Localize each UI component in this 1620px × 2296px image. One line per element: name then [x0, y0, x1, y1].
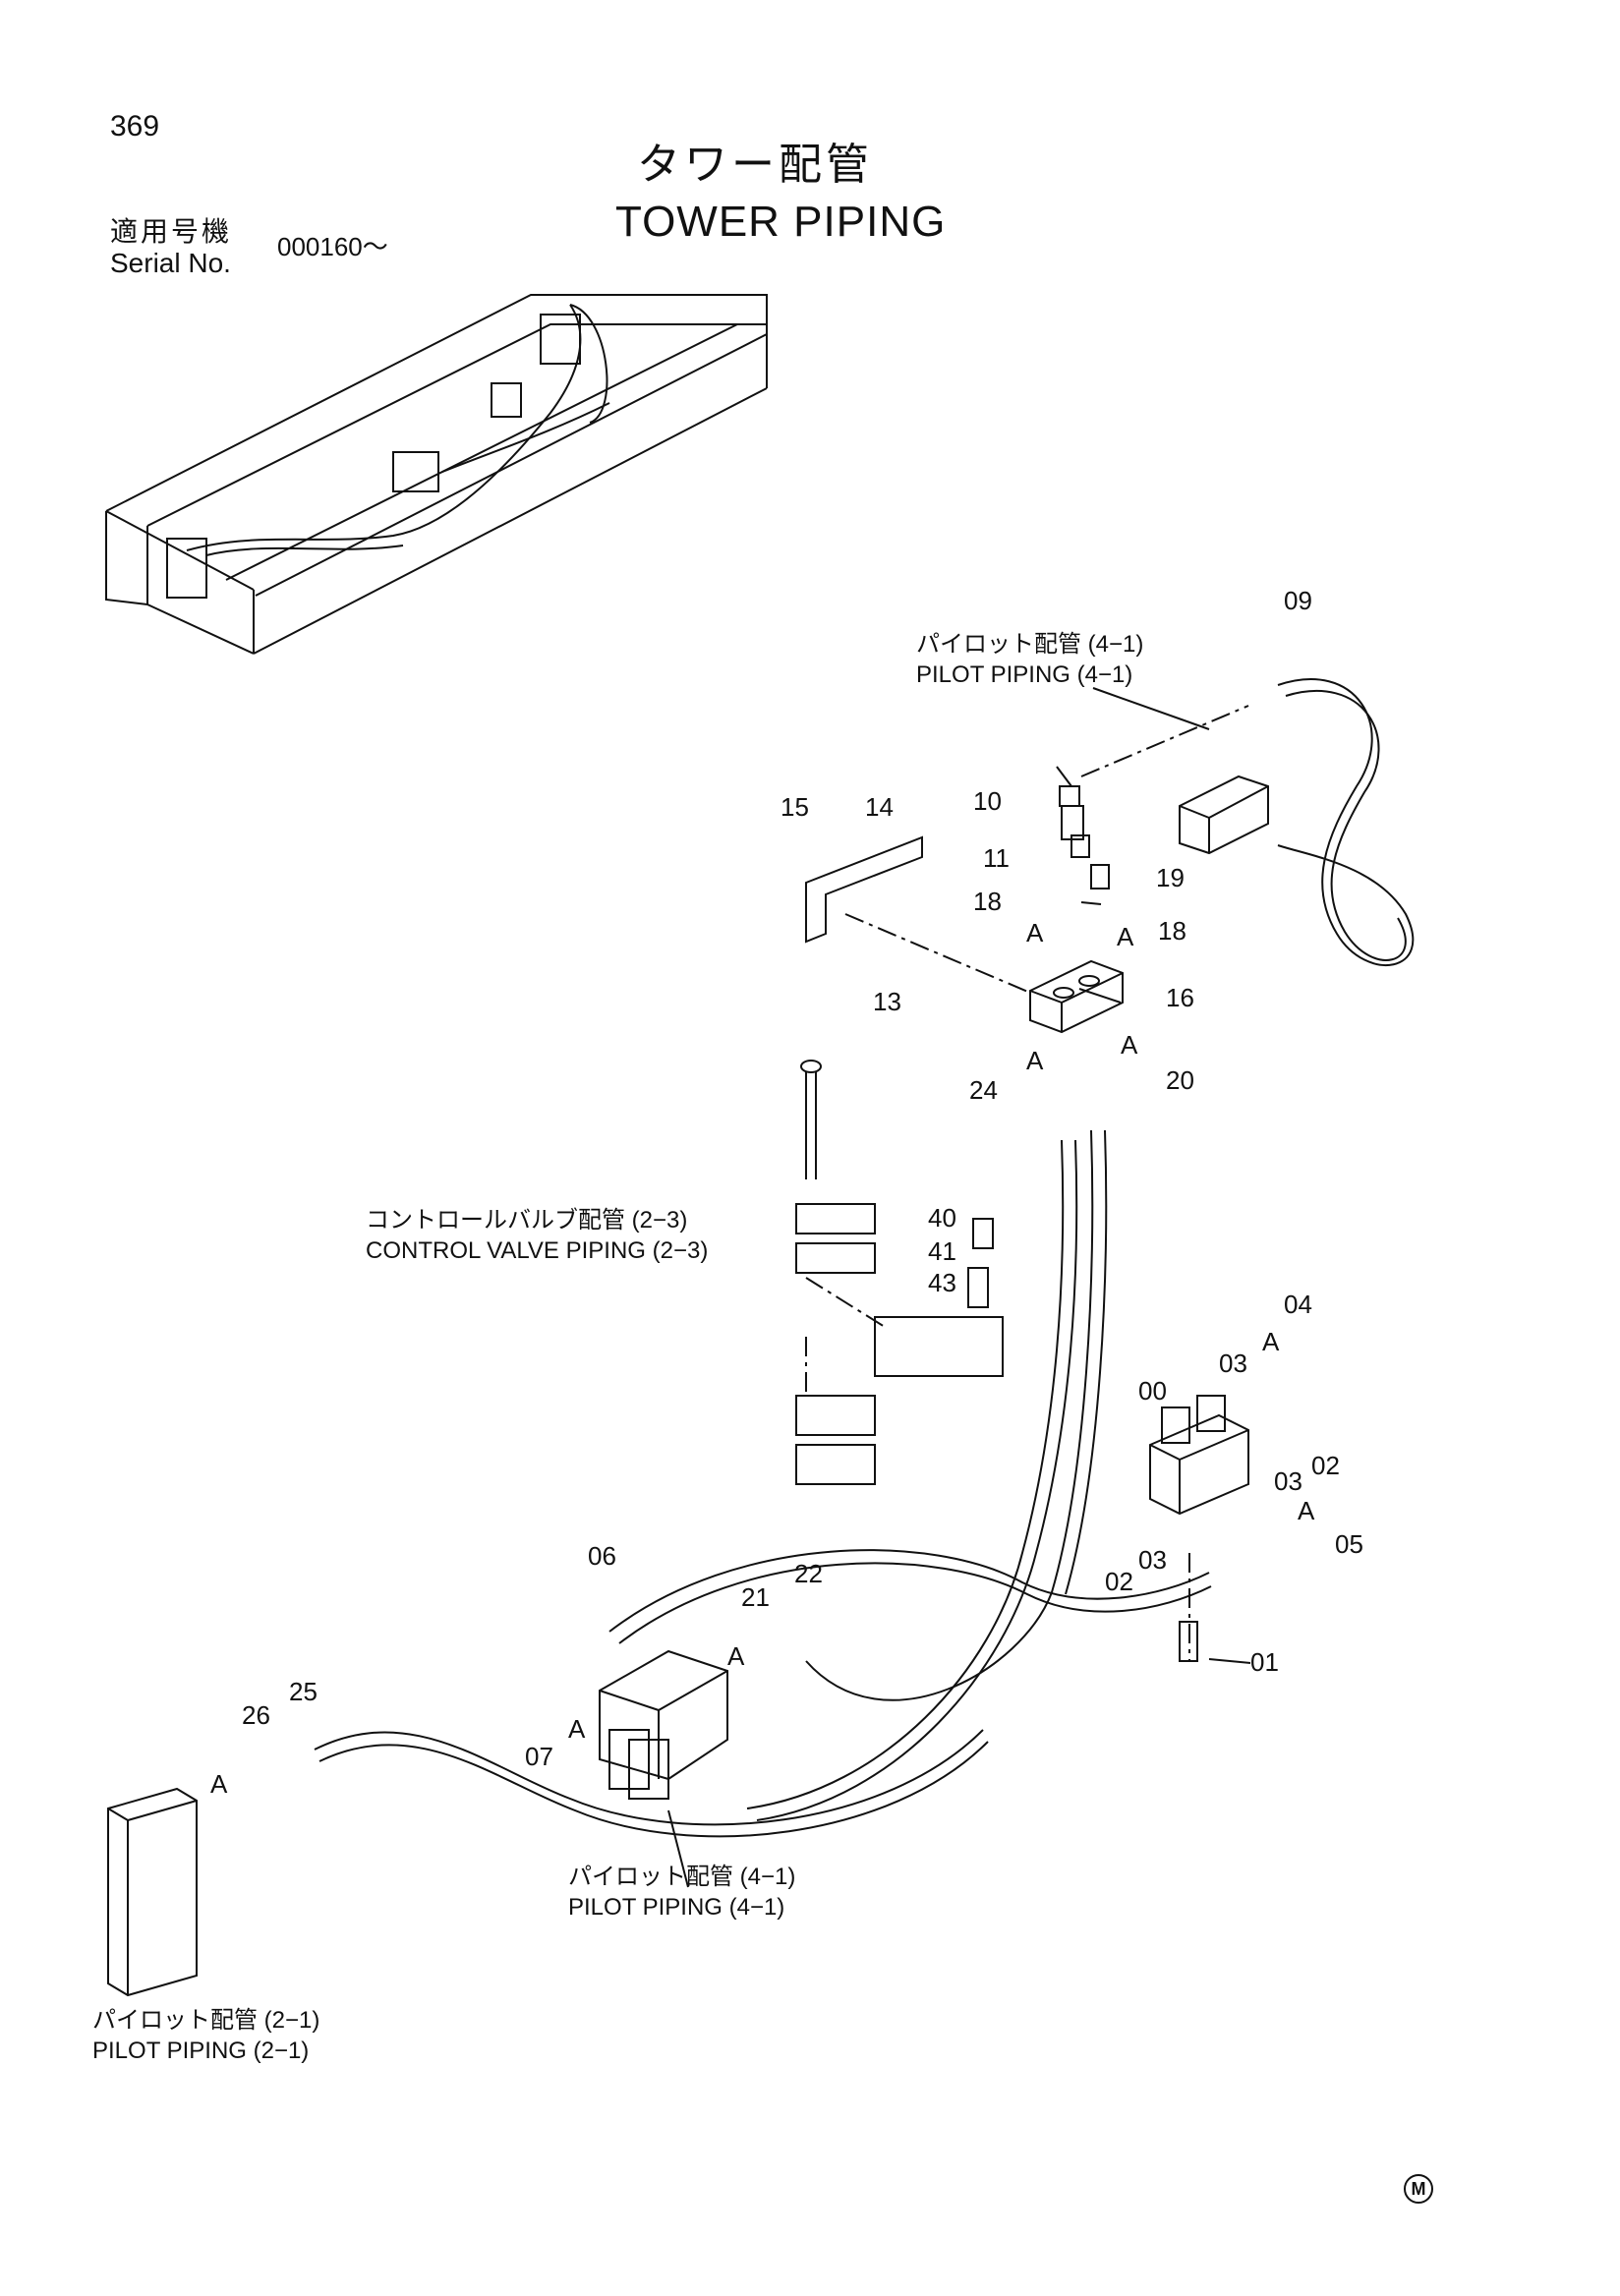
- reference-control-valve: コントロールバルブ配管 (2−3) CONTROL VALVE PIPING (…: [366, 1205, 708, 1266]
- part-number-18b: 18: [1158, 916, 1186, 946]
- part-number-22: 21: [741, 1582, 770, 1612]
- reference-en: PILOT PIPING (2−1): [92, 2038, 310, 2065]
- hose-24: [746, 1139, 1065, 1809]
- corner-mark: M: [1404, 2174, 1433, 2204]
- reference-pilot-4-1-top: パイロット配管 (4−1) PILOT PIPING (4−1): [916, 629, 1143, 690]
- serial-value: 000160〜: [277, 232, 388, 261]
- part-number-16: 16: [1166, 983, 1194, 1012]
- detail-marker-a: A: [568, 1714, 586, 1744]
- part-number-03c: 03: [1138, 1545, 1167, 1575]
- hose-25: [314, 1729, 984, 1826]
- page-number: 369: [110, 110, 160, 143]
- part-number-14: 14: [865, 792, 894, 822]
- part-number-43: 43: [928, 1268, 956, 1297]
- hose-06: [608, 1549, 1210, 1633]
- part-number-02b: 02: [1105, 1567, 1133, 1596]
- reference-jp: パイロット配管 (4−1): [568, 1864, 796, 1890]
- detail-marker-a: A: [1026, 918, 1044, 947]
- part-number-40: 40: [928, 1203, 956, 1233]
- part-number-15: 15: [781, 792, 809, 822]
- part-number-01: 01: [1250, 1647, 1279, 1677]
- overview-illustration: [105, 294, 768, 655]
- part-number-06: 06: [588, 1541, 616, 1571]
- detail-marker-a: A: [1298, 1496, 1315, 1525]
- reference-en: CONTROL VALVE PIPING (2−3): [366, 1237, 709, 1265]
- part-number-24: 24: [969, 1075, 998, 1105]
- part-number-41: 41: [928, 1236, 956, 1266]
- reference-pilot-4-1-bottom: パイロット配管 (4−1) PILOT PIPING (4−1): [568, 1862, 795, 1923]
- reference-jp: パイロット配管 (2−1): [92, 2007, 320, 2034]
- hose-20: [805, 1129, 1094, 1701]
- part-number-18a: 18: [973, 887, 1002, 916]
- part-number-03a: 03: [1219, 1349, 1247, 1378]
- part-number-26: 26: [242, 1700, 270, 1730]
- reference-pilot-2-1: パイロット配管 (2−1) PILOT PIPING (2−1): [92, 2005, 319, 2066]
- part-number-07: 07: [525, 1742, 553, 1771]
- detail-marker-a: A: [210, 1769, 228, 1799]
- title-english: TOWER PIPING: [615, 198, 947, 246]
- detail-marker-a: A: [1121, 1030, 1138, 1060]
- serial-label-japanese: 適用号機: [110, 216, 233, 247]
- part-number-00: 00: [1138, 1376, 1167, 1406]
- part-number-04: 04: [1284, 1290, 1312, 1319]
- title-japanese: タワー配管: [637, 141, 873, 189]
- part-number-21: 22: [794, 1559, 823, 1588]
- part-number-09: 09: [1284, 586, 1312, 615]
- part-number-20: 20: [1166, 1065, 1194, 1095]
- part-number-25: 25: [289, 1677, 318, 1706]
- part-number-02a: 02: [1311, 1451, 1340, 1480]
- reference-en: PILOT PIPING (4−1): [916, 661, 1133, 689]
- part-number-05: 05: [1335, 1529, 1363, 1559]
- detail-marker-a: A: [727, 1641, 745, 1671]
- hose-09: [1277, 678, 1415, 966]
- part-number-10: 10: [973, 786, 1002, 816]
- part-number-13: 13: [873, 987, 901, 1016]
- part-number-03b: 03: [1274, 1466, 1302, 1496]
- part-number-19: 19: [1156, 863, 1185, 892]
- reference-jp: パイロット配管 (4−1): [916, 631, 1144, 658]
- reference-en: PILOT PIPING (4−1): [568, 1894, 785, 1922]
- serial-label-english: Serial No.: [110, 248, 231, 278]
- detail-marker-a: A: [1262, 1327, 1280, 1356]
- detail-marker-a: A: [1117, 922, 1134, 951]
- reference-jp: コントロールバルブ配管 (2−3): [366, 1207, 688, 1234]
- detail-marker-a: A: [1026, 1046, 1044, 1075]
- part-number-11: 11: [983, 843, 1010, 873]
